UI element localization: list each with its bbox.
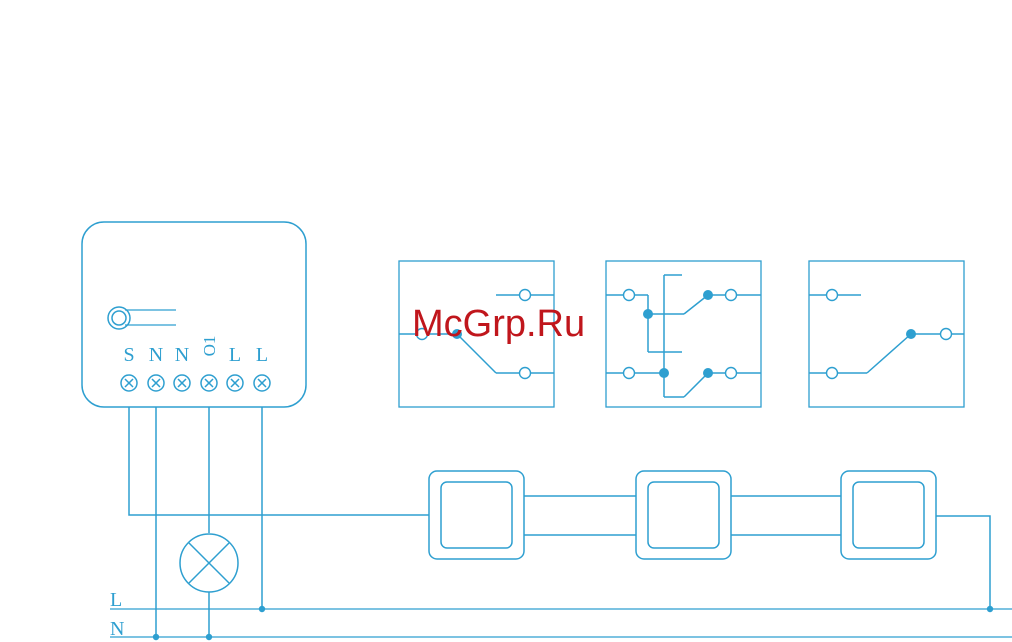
module-body <box>82 222 306 407</box>
line-bus-label: L <box>110 589 122 611</box>
watermark: McGrp.Ru <box>412 303 585 345</box>
schematic-two-way-switch-right <box>809 261 964 407</box>
terminal-label-s: S <box>123 344 134 366</box>
terminal-label-n1: N <box>149 344 163 366</box>
bus-lines: L N <box>110 589 1012 640</box>
terminal-screw-o1 <box>201 375 217 391</box>
button-icon <box>108 307 176 329</box>
terminal-screw-l2 <box>254 375 270 391</box>
terminal-screw-l1 <box>227 375 243 391</box>
terminal-label-l1: L <box>229 344 241 366</box>
wire-s <box>129 407 429 515</box>
lamp-icon <box>180 534 238 592</box>
schematic-intermediate-switch <box>606 261 761 407</box>
terminal-screw-s <box>121 375 137 391</box>
terminal-label-o1: O1 <box>200 336 219 357</box>
terminal-screw-n2 <box>174 375 190 391</box>
terminal-label-l2: L <box>256 344 268 366</box>
terminal-label-n2: N <box>175 344 189 366</box>
terminal-screw-n1 <box>148 375 164 391</box>
relay-module: S N N O1 L L <box>82 222 306 407</box>
wires <box>129 407 990 637</box>
wire-return <box>936 516 990 609</box>
wall-switch-2 <box>636 471 731 559</box>
wall-switch-3 <box>841 471 936 559</box>
neutral-bus-label: N <box>110 618 124 640</box>
wall-switch-1 <box>429 471 524 559</box>
